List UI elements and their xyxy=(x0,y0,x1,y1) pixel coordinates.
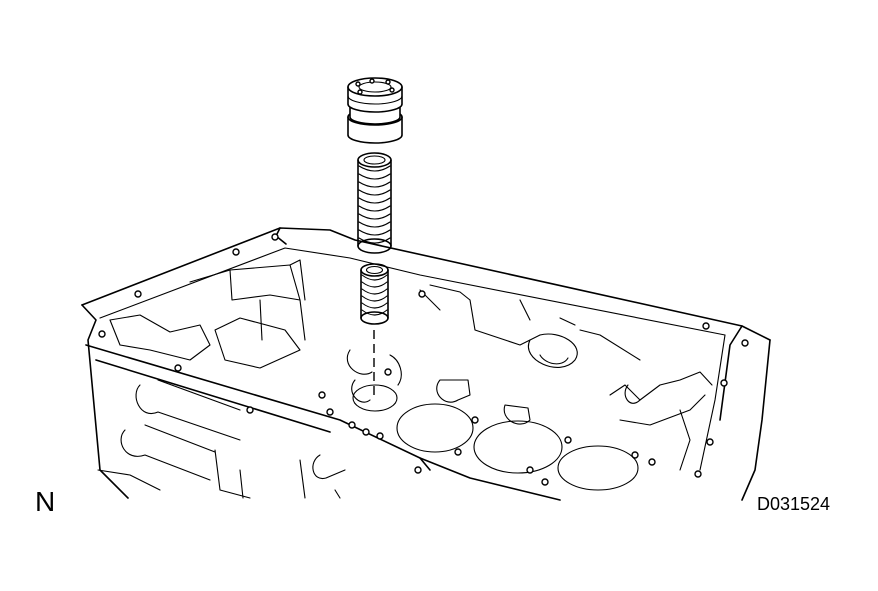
transmission-case-icon xyxy=(81,227,771,501)
inner-spring-icon xyxy=(360,263,389,325)
figure-code: D031524 xyxy=(757,494,831,514)
view-label: N xyxy=(35,486,56,517)
outer-spring-icon xyxy=(357,152,392,254)
accumulator-piston-icon xyxy=(347,77,403,144)
